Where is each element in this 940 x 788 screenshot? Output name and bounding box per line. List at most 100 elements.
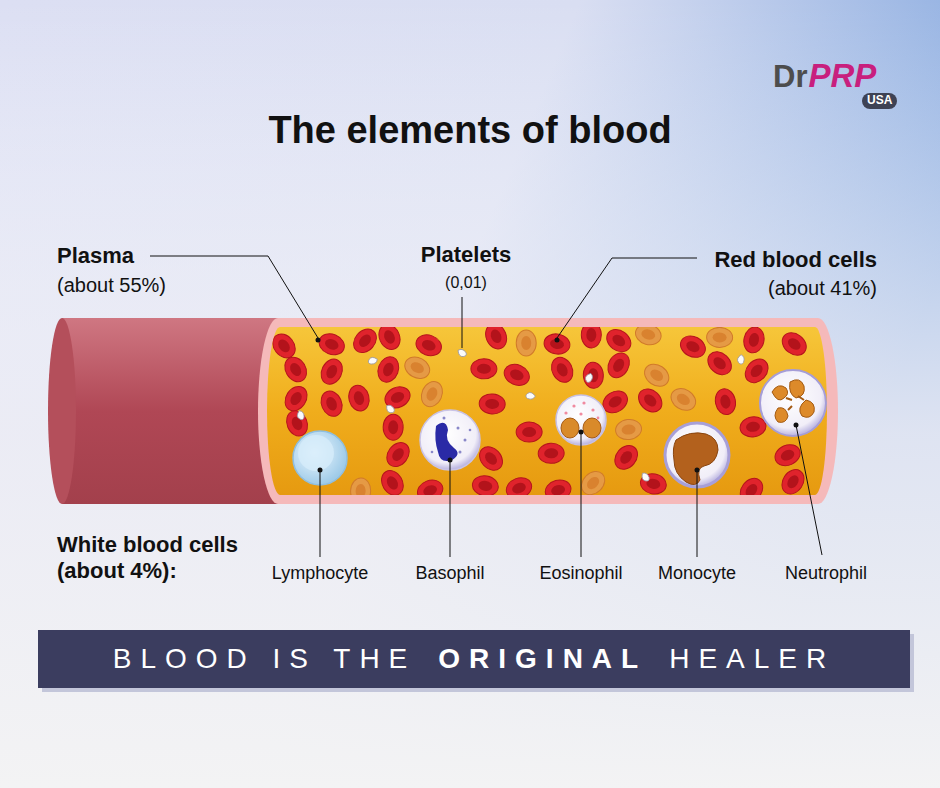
red-blood-cell bbox=[503, 474, 534, 502]
vessel-wall bbox=[62, 318, 292, 504]
red-blood-cell bbox=[317, 388, 346, 420]
red-blood-cell bbox=[516, 330, 536, 356]
red-blood-cell bbox=[547, 354, 577, 386]
leader-line bbox=[462, 297, 463, 348]
red-blood-cell bbox=[777, 465, 808, 498]
red-blood-cell bbox=[772, 441, 804, 470]
red-blood-cell bbox=[346, 383, 372, 413]
platelet bbox=[737, 354, 745, 364]
red-blood-cell bbox=[280, 353, 310, 386]
slogan-banner: BLOOD IS THE ORIGINAL HEALER bbox=[38, 630, 910, 688]
leader-line bbox=[557, 258, 697, 338]
blood-vessel bbox=[48, 318, 838, 507]
logo-text: Dr bbox=[773, 58, 807, 95]
red-blood-cell bbox=[602, 325, 635, 357]
plasma-area bbox=[267, 327, 827, 495]
leader-dot bbox=[316, 338, 321, 343]
leader-line bbox=[450, 460, 451, 557]
leader-line bbox=[320, 470, 321, 557]
red-blood-cell bbox=[736, 474, 768, 507]
red-blood-cell bbox=[375, 321, 404, 353]
leader-line bbox=[150, 256, 318, 338]
red-blood-cell bbox=[581, 322, 601, 348]
slogan-text: ORIGINAL bbox=[438, 643, 647, 675]
cell-label: Eosinophil bbox=[539, 563, 622, 585]
red-blood-cell bbox=[401, 353, 433, 383]
red-blood-cell bbox=[577, 467, 610, 500]
percentage-label: (about 55%) bbox=[57, 273, 166, 297]
platelet bbox=[525, 392, 535, 400]
red-blood-cell bbox=[677, 332, 709, 362]
vessel-end bbox=[48, 318, 76, 504]
cell-label: Lymphocyte bbox=[272, 563, 368, 585]
cell-label: Basophil bbox=[415, 563, 484, 585]
red-blood-cell bbox=[706, 327, 732, 347]
leader-line bbox=[697, 470, 698, 557]
platelet bbox=[295, 410, 306, 421]
leader-dot bbox=[555, 338, 560, 343]
title: The elements of blood bbox=[268, 108, 671, 154]
leader-dot bbox=[318, 468, 323, 473]
cell-label: Neutrophil bbox=[785, 563, 867, 585]
cell-label: Monocyte bbox=[658, 563, 736, 585]
red-blood-cell bbox=[667, 384, 700, 414]
red-blood-cell bbox=[471, 359, 497, 379]
red-blood-cell bbox=[350, 477, 371, 504]
blood-cells bbox=[268, 320, 811, 506]
percentage-label: (about 41%) bbox=[768, 276, 877, 300]
red-blood-cell bbox=[639, 472, 668, 497]
red-blood-cell bbox=[713, 387, 738, 416]
platelet bbox=[585, 373, 593, 383]
red-blood-cell bbox=[604, 349, 634, 381]
leader-line bbox=[796, 425, 822, 555]
platelet bbox=[456, 348, 467, 358]
basophil bbox=[420, 410, 480, 470]
red-blood-cell bbox=[633, 321, 663, 347]
red-blood-cell bbox=[634, 384, 667, 416]
red-blood-cell bbox=[703, 347, 736, 379]
logo-badge: USA bbox=[862, 93, 897, 109]
leader-lines bbox=[150, 256, 822, 557]
platelet bbox=[640, 472, 651, 483]
slogan-text: BLOOD IS THE bbox=[113, 643, 417, 675]
part-label: Red blood cells bbox=[714, 247, 877, 273]
red-blood-cell bbox=[741, 325, 766, 355]
red-blood-cell bbox=[501, 361, 533, 390]
red-blood-cell bbox=[317, 356, 346, 388]
leader-dot bbox=[448, 458, 453, 463]
red-blood-cell bbox=[316, 330, 348, 358]
leader-dot bbox=[579, 430, 584, 435]
vessel-cutaway bbox=[258, 318, 838, 504]
platelet bbox=[384, 404, 395, 415]
red-blood-cell bbox=[640, 360, 673, 391]
red-blood-cell bbox=[614, 418, 642, 441]
part-label: White blood cells (about 4%): bbox=[57, 532, 262, 585]
part-label: Plasma bbox=[57, 243, 134, 269]
slogan-text: HEALER bbox=[669, 643, 835, 675]
red-blood-cell bbox=[538, 443, 565, 464]
leader-line bbox=[581, 432, 582, 557]
leader-dot bbox=[695, 468, 700, 473]
badge-text: USA bbox=[867, 93, 892, 107]
red-blood-cell bbox=[374, 354, 402, 385]
red-blood-cell bbox=[418, 378, 447, 410]
red-blood-cell bbox=[583, 362, 604, 389]
red-blood-cell bbox=[349, 324, 381, 357]
platelet bbox=[367, 355, 378, 366]
red-blood-cell bbox=[413, 331, 444, 359]
red-blood-cell bbox=[471, 474, 500, 498]
red-blood-cell bbox=[281, 382, 312, 415]
leader-dot bbox=[794, 423, 799, 428]
percentage-label: (0,01) bbox=[445, 273, 487, 292]
red-blood-cell bbox=[542, 332, 571, 356]
red-blood-cell bbox=[516, 422, 542, 443]
part-label: Platelets bbox=[421, 242, 512, 268]
logo-text: PRP bbox=[808, 56, 876, 96]
red-blood-cell bbox=[382, 438, 414, 471]
red-blood-cell bbox=[383, 414, 403, 440]
red-blood-cell bbox=[610, 441, 642, 474]
neutrophil bbox=[760, 370, 826, 436]
